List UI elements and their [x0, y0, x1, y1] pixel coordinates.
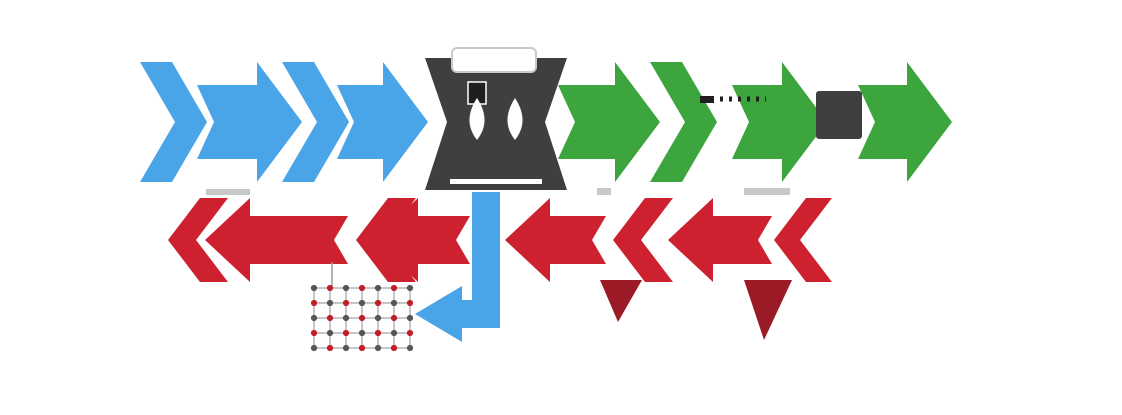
lattice-atom-dark [406, 284, 414, 292]
lattice-atom-dark [390, 329, 398, 337]
lattice-atom-dark [342, 314, 350, 322]
dash-dot-line-icon [700, 96, 766, 103]
red-arrow-3 [505, 198, 606, 282]
sample-box-icon [816, 91, 862, 139]
lattice-atom-dark [406, 344, 414, 352]
green-arrow-2 [732, 62, 827, 182]
top-row-blue-arrows [140, 62, 428, 182]
red-ribbon-folds [600, 280, 792, 340]
bottom-row-red-arrows [168, 198, 832, 282]
lattice-atom-red [390, 284, 398, 292]
chamber-body [425, 58, 567, 190]
lattice-atom-dark [326, 299, 334, 307]
chamber-top-window [451, 47, 537, 73]
chamber-base-line [450, 179, 542, 184]
droplet-icon-right [507, 98, 523, 140]
lattice-atom-dark [358, 299, 366, 307]
lattice-atom-dark [310, 314, 318, 322]
lattice-atom-dark [374, 344, 382, 352]
lattice-atom-dark [390, 299, 398, 307]
lattice-atom-dark [310, 284, 318, 292]
green-chevron-1 [650, 62, 717, 182]
red-chevron-4 [774, 198, 832, 282]
blue-arrow-1 [197, 62, 302, 182]
droplet-icon-left [469, 98, 485, 140]
lattice-atom-dark [310, 344, 318, 352]
blue-chevron-1 [140, 62, 207, 182]
red-chevron-3 [613, 198, 673, 282]
red-chevron-2 [356, 198, 416, 282]
lattice-atom-red [390, 344, 398, 352]
lattice-atom-red [358, 314, 366, 322]
lattice-atom-dark [342, 344, 350, 352]
lattice-atom-dark [326, 329, 334, 337]
annotation-mark-1 [206, 189, 250, 195]
green-arrow-1 [558, 62, 660, 182]
crystal-lattice-icon [310, 284, 414, 352]
annotation-mark-2 [597, 188, 611, 195]
lattice-atom-red [406, 299, 414, 307]
blue-elbow-down-arrow [415, 192, 500, 342]
lattice-atom-red [374, 329, 382, 337]
lattice-atom-dark [374, 284, 382, 292]
red-chevron-1 [168, 198, 228, 282]
evaporation-chamber-icon [425, 47, 567, 190]
blue-chevron-2 [282, 62, 349, 182]
lattice-atom-red [310, 329, 318, 337]
top-row-green-arrows [558, 62, 952, 182]
lattice-atom-red [406, 329, 414, 337]
lattice-atom-red [374, 299, 382, 307]
lattice-atom-dark [358, 329, 366, 337]
annotation-marks [206, 188, 790, 195]
lattice-atom-red [326, 284, 334, 292]
green-arrow-3 [858, 62, 952, 182]
red-arrow-4 [668, 198, 772, 282]
lattice-atom-dark [406, 314, 414, 322]
lattice-atom-red [326, 344, 334, 352]
lattice-atom-red [310, 299, 318, 307]
ribbon-fold-1 [600, 280, 642, 322]
ribbon-fold-2 [744, 280, 792, 340]
lattice-atom-red [358, 284, 366, 292]
dash-mark [700, 96, 714, 103]
annotation-mark-3 [744, 188, 790, 195]
lattice-atom-dark [342, 284, 350, 292]
lattice-atom-dark [374, 314, 382, 322]
lattice-atom-red [342, 299, 350, 307]
red-arrow-2 [373, 198, 470, 282]
lattice-atom-red [390, 314, 398, 322]
lattice-atom-red [342, 329, 350, 337]
red-arrow-1 [205, 198, 348, 282]
lattice-atom-red [358, 344, 366, 352]
lattice-atom-red [326, 314, 334, 322]
blue-arrow-2 [337, 62, 428, 182]
